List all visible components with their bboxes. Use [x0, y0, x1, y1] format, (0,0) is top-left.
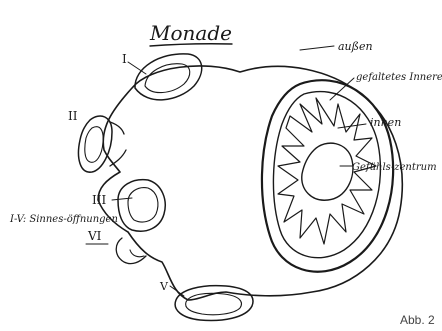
- numeral-V: V: [159, 280, 169, 293]
- opening-I: I: [122, 52, 202, 100]
- label-folded-interior: gefaltetes Inneres: [356, 72, 442, 83]
- opening-III-inner: [128, 188, 158, 222]
- label-feeling-center: Gefühls-zentrum: [352, 162, 437, 173]
- numeral-III: III: [92, 193, 106, 207]
- label-inner: innen: [370, 116, 401, 129]
- opening-I-inner: [145, 64, 190, 93]
- opening-II-inner: [85, 127, 103, 163]
- opening-VI-inner: [130, 250, 144, 257]
- pointer-outside: [300, 46, 334, 50]
- numeral-I: I: [122, 52, 127, 66]
- opening-VI: VI: [86, 229, 146, 264]
- interior-outer-ring: [262, 80, 393, 272]
- opening-V-inner: [186, 293, 242, 314]
- numeral-VI: VI: [87, 229, 102, 243]
- legend-sense-openings: I-V: Sinnes-öffnungen: [9, 214, 118, 225]
- pointer-V: [170, 286, 184, 296]
- numeral-II: II: [68, 109, 78, 123]
- monad-body-outline: [98, 66, 402, 300]
- label-outside: außen: [338, 40, 373, 53]
- pointer-III: [112, 198, 132, 200]
- feeling-center-core: [302, 143, 353, 200]
- opening-II: II: [68, 109, 126, 172]
- title: Monade: [149, 21, 232, 45]
- folded-interior: [262, 80, 393, 272]
- figure-caption: Abb. 2: [400, 313, 435, 327]
- opening-VI-outline: [116, 238, 146, 264]
